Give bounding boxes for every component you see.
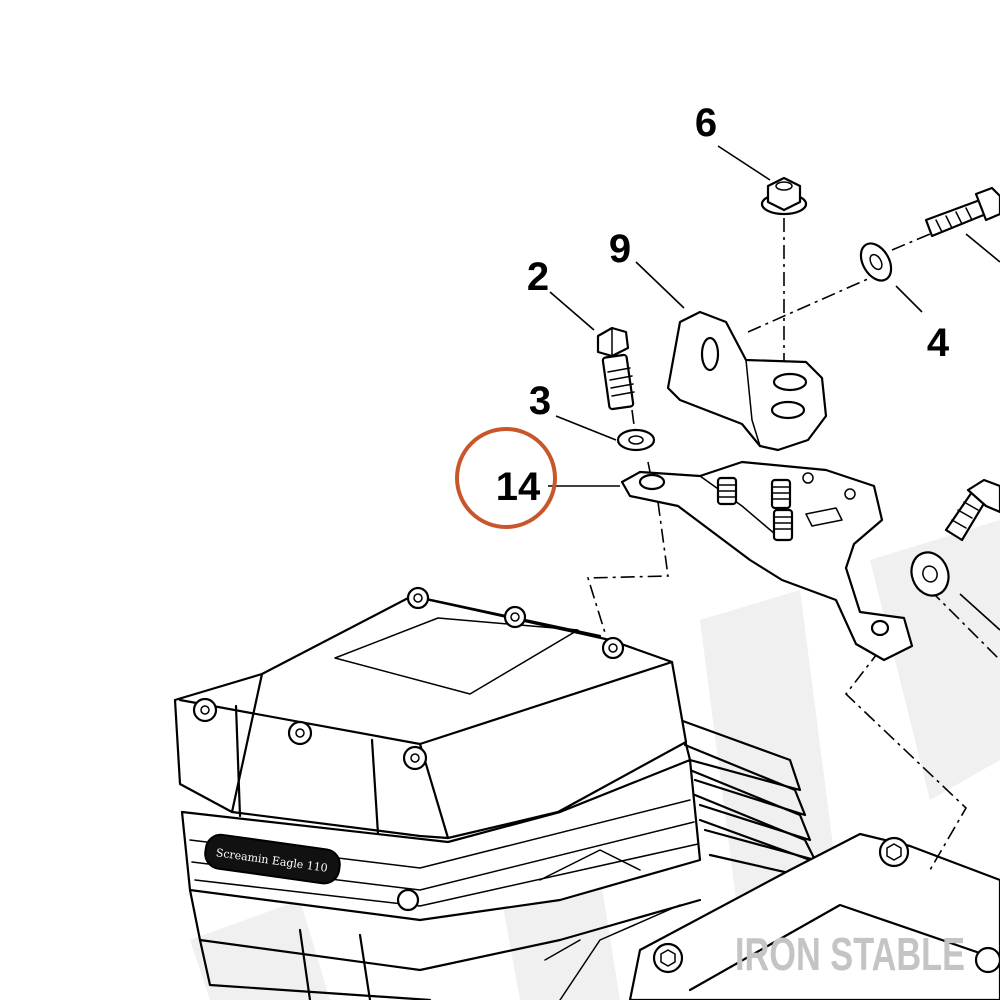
assembly-center-lines	[586, 218, 1000, 871]
watermark-text: IRON STABLE	[735, 928, 965, 980]
callout-3: 3	[529, 379, 551, 423]
cover-bolt-heads	[192, 586, 625, 771]
callout-14-highlight-circle	[455, 427, 557, 529]
engine-rocker-box: Screamin Eagle 110	[173, 586, 822, 1000]
right-side-bolt	[944, 478, 1000, 542]
callout-labels: 6 9 2 3 4 14	[496, 101, 950, 509]
bracket-studs	[716, 476, 794, 542]
callout-leader-lines	[548, 145, 1000, 631]
part-3-washer	[616, 428, 656, 452]
part-2-bolt	[596, 326, 635, 411]
part-14-mounting-bracket	[620, 460, 914, 662]
part-9-angle-bracket	[666, 310, 828, 452]
part-4-washer	[859, 242, 893, 282]
upper-right-bolt	[924, 186, 1000, 238]
engine-nameplate: Screamin Eagle 110	[204, 833, 341, 885]
callout-6: 6	[695, 101, 717, 145]
callout-4: 4	[927, 321, 950, 365]
callout-2: 2	[527, 255, 549, 299]
callout-9: 9	[609, 227, 631, 271]
part-6-flange-nut	[760, 176, 808, 216]
callout-14: 14	[496, 465, 541, 509]
right-side-washer	[910, 551, 950, 597]
rear-rocker-box	[539, 832, 1000, 1000]
